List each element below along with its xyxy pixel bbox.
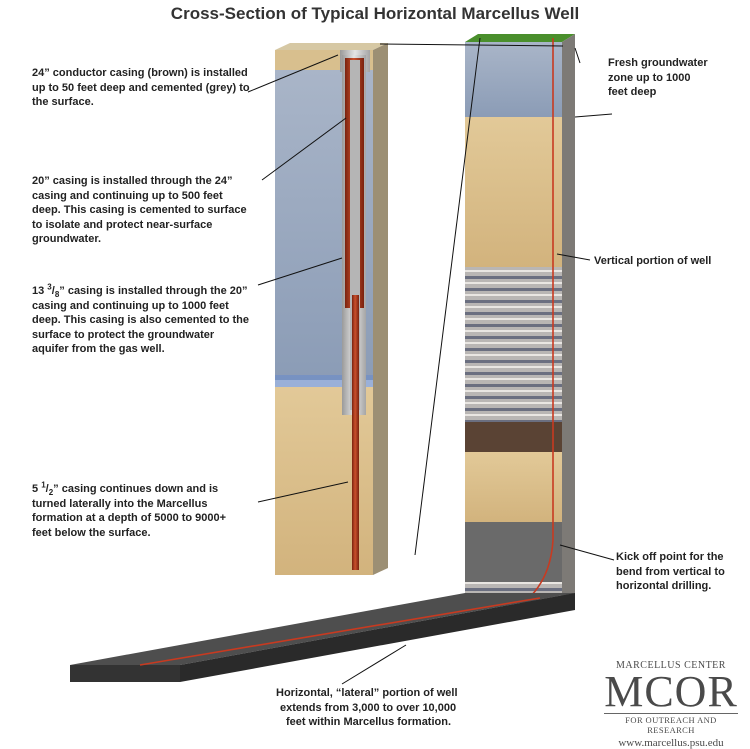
label-line: deep. This casing is also cemented to th… [32,314,250,326]
formation-column-block [465,34,575,613]
label-line: 13 3/8” casing is installed through the … [32,282,249,300]
label-line: feet within Marcellus formation. [286,716,452,728]
lateral-front-face [70,665,180,682]
label-fragment: ” casing is installed through the 20” [59,285,248,297]
label-line: deep. This casing is cemented to surface [32,204,247,216]
label-kickoff-point: Kick off point for the bend from vertica… [616,550,725,594]
formation-dark-band [465,422,562,452]
page-title: Cross-Section of Typical Horizontal Marc… [170,4,580,23]
casing-5-1-2in [352,295,359,570]
label-line: surface to protect the groundwater [32,328,215,341]
formation-grey-layer [465,522,562,582]
label-line: bend from vertical to [616,565,725,578]
logo-main-text: MCOR [604,667,738,716]
callout-lines [247,37,615,685]
label-line: 24” conductor casing (brown) is installe… [32,67,248,79]
formation-side-face [562,34,575,608]
label-line: horizontal drilling. [616,580,712,592]
logo-top-text: MARCELLUS CENTER [616,660,726,671]
fraction-slash: / [45,483,49,495]
casing-13-3-8in [350,60,360,410]
callout-groundwater-b [574,113,613,118]
closeup-side-face [373,43,388,575]
formation-sand-upper [465,117,562,267]
fraction-denominator: 2 [48,488,54,498]
label-line: Fresh groundwater [608,57,708,69]
closeup-top-face [275,43,388,50]
label-line: groundwater. [32,233,102,245]
mcor-logo: MARCELLUS CENTER MCOR FOR OUTREACH AND R… [598,660,744,749]
label-fragment: 5 [32,483,42,495]
label-conductor-casing: 24” conductor casing (brown) is installe… [32,66,250,110]
label-line: up to 50 feet deep and cemented (grey) t… [32,81,250,94]
lateral-side-face [180,593,575,682]
label-line: zone up to 1000 [608,71,691,84]
formation-groundwater-rock [465,42,562,117]
callout-casing20 [261,117,347,181]
label-line: feet below the surface. [32,526,151,539]
label-line: to isolate and protect near-surface [32,218,213,231]
formation-sand-lower [465,452,562,522]
callout-groundwater-a [574,47,581,64]
callout-vertical [556,253,591,261]
formation-shale-layers-1 [465,267,562,362]
label-casing-13in: 13 3/8” casing is installed through the … [32,282,250,357]
label-line: extends from 3,000 to over 10,000 [280,701,457,714]
callout-casing13 [257,257,343,286]
label-line: formation at a depth of 5000 to 9000+ [32,512,227,524]
label-casing-20in: 20” casing is installed through the 24” … [32,174,247,247]
lateral-well-bore [139,597,541,666]
callout-conductor [247,54,339,93]
callout-kickoff [559,544,615,561]
callout-closeup-link [414,37,481,556]
fraction-numerator: 1 [41,480,46,490]
label-line: feet deep [608,86,657,98]
label-lateral-portion: Horizontal, “lateral” portion of well ex… [276,686,458,730]
logo-url: www.marcellus.psu.edu [618,737,724,749]
formation-shale-layers-2 [465,362,562,422]
fraction-slash: / [51,285,55,297]
label-line: casing and continuing up to 1000 feet [32,299,229,312]
logo-sub-text: FOR OUTREACH AND RESEARCH [604,713,738,735]
label-line: 5 1/2” casing continues down and is [32,480,226,498]
label-line: Kick off point for the [616,551,724,563]
label-groundwater-zone: Fresh groundwater zone up to 1000 feet d… [608,56,708,100]
lateral-top-face [70,593,575,665]
label-line: turned laterally into the Marcellus [32,497,208,510]
label-line: Horizontal, “lateral” portion of well [276,687,458,699]
label-vertical-portion: Vertical portion of well [594,255,712,267]
ground-surface-grass [465,34,575,42]
label-line: the surface. [32,96,94,108]
fraction-numerator: 3 [47,282,52,292]
label-line: casing and continuing up to 500 feet [32,189,223,202]
callout-casing5 [257,481,349,503]
label-line: 20” casing is installed through the 24” [32,175,233,187]
label-fragment: 13 [32,285,48,297]
label-fragment: ” casing continues down and is [53,483,219,495]
lateral-slab [70,593,575,682]
label-line: aquifer from the gas well. [32,343,165,355]
fraction-denominator: 8 [54,290,60,300]
label-casing-5in: 5 1/2” casing continues down and is turn… [32,480,227,540]
callout-lateral [341,644,407,685]
callout-groundwater-top [379,43,564,47]
casing-closeup-block [275,43,388,575]
